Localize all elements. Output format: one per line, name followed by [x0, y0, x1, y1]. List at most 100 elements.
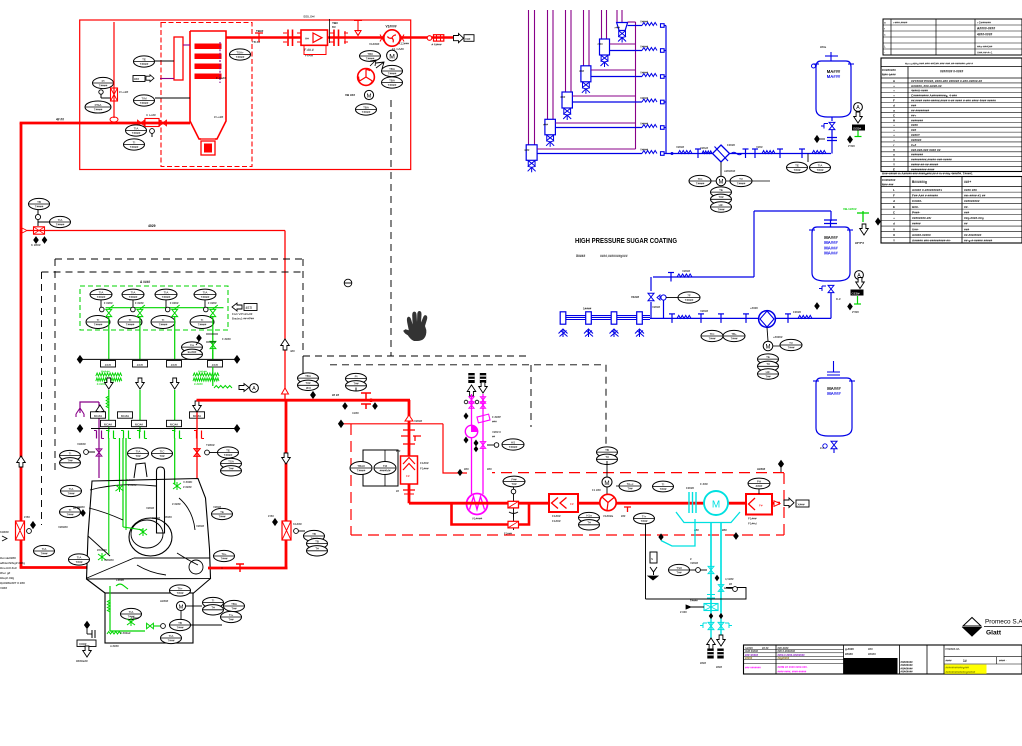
svg-text:r###: r###	[543, 122, 549, 126]
svg-text:#F#: #F#	[306, 386, 311, 390]
svg-text:#pm.p#j#g.###.###-##ß##.### ##: #pm.p#j#g.###.###-##ß##.### ###.##-#####…	[905, 62, 973, 66]
svg-text:###+: ###+	[964, 180, 971, 184]
svg-text:T####: T####	[388, 83, 397, 87]
svg-text:T###: T###	[660, 487, 667, 491]
svg-text:T#: T#	[315, 547, 319, 551]
svg-text:T####: T####	[97, 295, 106, 299]
svg-text:X#####: X#####	[104, 558, 114, 562]
svg-text:T####: T####	[685, 298, 694, 302]
svg-text:7F: 7F	[687, 293, 691, 297]
svg-text:#X####: #X####	[97, 548, 107, 552]
svg-text:C###: C###	[352, 411, 359, 415]
svg-text:PI: PI	[102, 79, 105, 83]
svg-text:PH: PH	[757, 479, 761, 483]
svg-text:C#######: C#######	[882, 68, 896, 72]
svg-text:T##: T##	[353, 382, 359, 386]
svg-text:X####: X####	[414, 419, 423, 423]
svg-text:HS: HS	[511, 440, 515, 444]
svg-text:+: +	[893, 123, 895, 127]
svg-text:#####: #####	[745, 656, 753, 660]
svg-text:### #-#######: ### #-#######	[778, 649, 796, 653]
svg-text:T####: T####	[132, 131, 141, 135]
svg-text:##-###/####: ##-###/####	[964, 233, 982, 237]
svg-text:r###: r###	[615, 26, 621, 30]
svg-text:A ####: A ####	[140, 280, 150, 284]
svg-text:T####: T####	[56, 223, 65, 227]
svg-text:D-#: D-#	[836, 297, 841, 301]
svg-text:#*###: #*###	[852, 310, 859, 314]
svg-text:#####-##-##-#####: #####-##-##-#####	[911, 163, 938, 167]
svg-text:M: M	[367, 94, 372, 100]
svg-text:+###.####: +###.####	[893, 21, 908, 25]
svg-text:# M###: # M###	[432, 43, 442, 47]
svg-text:H1a: H1a	[586, 514, 592, 518]
svg-text:#*###: #*###	[848, 144, 855, 148]
svg-text:M: M	[766, 345, 771, 351]
svg-text:1#: 1#	[963, 659, 967, 663]
svg-text:T###: T###	[177, 591, 184, 595]
svg-text:TI: TI	[212, 599, 215, 603]
svg-text:###########g###: ###########g###	[946, 666, 970, 670]
svg-text:TIA: TIA	[818, 163, 823, 167]
svg-text:#X##X###: #X##X###	[901, 670, 914, 674]
svg-text:+: +	[893, 138, 895, 142]
svg-text:4STI: 4STI	[246, 306, 253, 310]
svg-text:### #######: ### #######	[745, 666, 761, 670]
svg-text:TBA: TBA	[389, 78, 395, 82]
svg-text:F ####: F ####	[208, 301, 217, 305]
svg-text:X: X	[893, 158, 896, 162]
svg-text:A##### ###-#########-##-: A##### ###-#########-##-	[912, 239, 951, 243]
svg-text:#pt###H##T # ###: #pt###H##T # ###	[0, 581, 25, 585]
svg-text:H#: H#	[305, 37, 309, 41]
svg-text:r###: r###	[579, 69, 585, 73]
svg-text:#####: #####	[912, 222, 921, 226]
svg-text:TI: TI	[129, 318, 132, 322]
svg-text:F#: F#	[570, 502, 574, 506]
svg-text:V###: V###	[79, 643, 87, 647]
svg-text:TI+: TI+	[642, 514, 647, 518]
svg-text:H##-: H##-	[912, 205, 919, 209]
svg-text:H: H	[893, 118, 896, 122]
svg-text:█▇▆█▇█▆██▇█: █▇▆█▇█▆██▇█	[845, 659, 872, 663]
svg-text:F#AH: F#AH	[305, 54, 314, 58]
svg-text:## ##: ## ##	[332, 393, 339, 397]
svg-text:TB: TB	[178, 621, 182, 625]
svg-text:a: a	[884, 21, 886, 25]
svg-text:TI: TI	[69, 452, 72, 456]
svg-text:d: d	[893, 104, 895, 108]
svg-text:#mel-b# #u#: #mel-b# #u#	[0, 566, 17, 570]
svg-text:X####: X####	[213, 505, 222, 509]
svg-text:F####: F####	[793, 310, 801, 314]
svg-text:####a##: ####a##	[76, 659, 88, 663]
svg-text:S: S	[651, 557, 653, 561]
svg-text:g-####: g-####	[845, 647, 854, 651]
svg-text:T####: T####	[99, 84, 108, 88]
svg-text:█▇▆█▇█▆██▇█: █▇▆█▇█▆██▇█	[845, 662, 872, 666]
svg-text:#X##X###: #X##X###	[901, 666, 914, 670]
svg-text:TI: TI	[201, 318, 204, 322]
svg-text:T###: T###	[794, 168, 801, 172]
svg-text:X####: X####	[640, 45, 649, 49]
svg-text:MA###: MA###	[824, 251, 838, 256]
svg-text:L: L	[884, 45, 886, 49]
svg-text:F ####: F ####	[170, 301, 179, 305]
svg-text:F1 CA##: F1 CA##	[392, 47, 404, 51]
svg-text:MA###: MA###	[824, 245, 838, 250]
svg-text:##g#####: ##g#####	[778, 656, 790, 660]
svg-text:X####: X####	[640, 96, 649, 100]
svg-text:###M ## #### ####-###.: ###M ## #### ####-###.	[778, 665, 808, 669]
svg-text:X12###: X12###	[399, 42, 410, 46]
svg-text:4###-####: 4###-####	[977, 33, 992, 37]
svg-text:F1###: F1###	[552, 514, 561, 518]
svg-text:MA###: MA###	[824, 240, 838, 245]
svg-text:####: ####	[911, 123, 918, 127]
svg-text:X#####: X#####	[58, 525, 68, 529]
svg-text:###: ###	[911, 128, 916, 132]
svg-text:T##: T##	[228, 618, 234, 622]
svg-text:T####: T####	[696, 182, 705, 186]
svg-text:TI: TI	[662, 482, 665, 486]
svg-text:T###: T###	[41, 552, 48, 556]
svg-text:MC#A: MC#A	[135, 423, 143, 427]
svg-text:+#####: +#####	[773, 335, 783, 339]
svg-text:#X##X###: #X##X###	[901, 663, 914, 667]
